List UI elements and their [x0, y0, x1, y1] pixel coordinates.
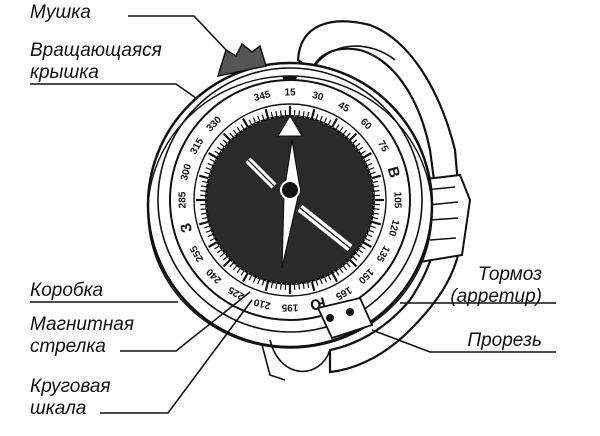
scale-tick	[354, 142, 361, 148]
scale-number: 105	[392, 192, 403, 209]
scale-tick	[222, 132, 232, 142]
label-strelka-line2: стрелка	[30, 336, 106, 357]
scale-number: 15	[284, 88, 296, 99]
scale-tick	[204, 225, 211, 229]
leader-kryshka	[30, 83, 197, 99]
scale-number: 285	[178, 191, 189, 208]
leader-shkala	[100, 299, 253, 414]
scale-tick	[242, 118, 249, 128]
scale-number: З	[177, 221, 196, 234]
label-korobka: Коробка	[30, 280, 104, 301]
scale-tick	[342, 264, 348, 271]
scale-number: 345	[253, 89, 272, 104]
scale-number: 210	[252, 296, 271, 311]
scale-number: В	[384, 165, 403, 180]
scale-tick	[198, 174, 210, 180]
leader-strelka	[120, 291, 251, 352]
scale-tick	[348, 258, 358, 268]
north-arrow-icon	[277, 115, 303, 137]
label-shkala-line2: шкала	[30, 398, 87, 419]
scale-tick	[208, 152, 218, 159]
leader-prorez	[371, 329, 556, 353]
label-kryshka-line1: Вращающаяся	[30, 40, 162, 61]
scale-tick	[331, 272, 338, 282]
scale-number: 30	[311, 90, 325, 104]
scale-tick	[370, 220, 382, 226]
scale-tick	[310, 280, 316, 292]
magnetic-needle	[245, 139, 353, 269]
scale-number: 75	[375, 139, 390, 155]
scale-tick	[222, 258, 232, 268]
label-tormoz-line2: (арретир)	[450, 286, 542, 307]
scale-number: 45	[336, 100, 352, 115]
scale-tick	[208, 241, 218, 248]
scale-tick	[342, 129, 348, 136]
compass-strap	[296, 20, 464, 374]
scale-tick	[331, 118, 338, 128]
scale-tick	[232, 264, 238, 271]
scale-tick	[362, 241, 372, 248]
scale-tick	[248, 119, 253, 126]
scale-tick	[204, 171, 211, 175]
scale-tick	[264, 108, 270, 120]
label-mushka: Мушка	[30, 2, 91, 23]
label-strelka-line1: Магнитная	[30, 314, 134, 335]
scale-number: 120	[386, 218, 401, 237]
scale-tick	[370, 174, 382, 180]
scale-tick	[242, 272, 249, 282]
label-prorez: Прорезь	[467, 330, 542, 351]
label-kryshka-line2: крышка	[30, 62, 99, 83]
label-shkala-line1: Круговая	[30, 376, 111, 397]
scale-tick	[354, 252, 361, 258]
label-tormoz-line1: Тормоз	[477, 264, 542, 285]
leader-mushka	[128, 15, 229, 53]
scale-tick	[310, 108, 316, 120]
scale-number: 300	[179, 162, 194, 181]
scale-tick	[264, 280, 270, 292]
scale-tick	[362, 152, 372, 159]
slot-plate	[316, 296, 374, 340]
scale-number: 195	[281, 302, 298, 313]
scale-tick	[348, 132, 358, 142]
scale-tick	[198, 220, 210, 226]
